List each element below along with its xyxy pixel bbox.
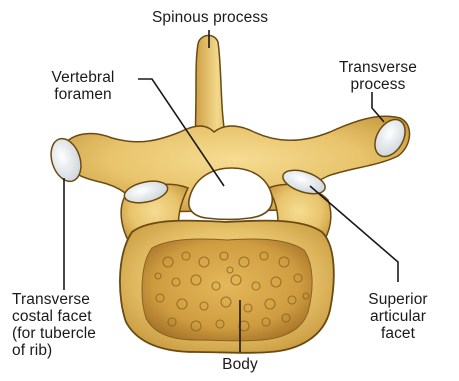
label-transverse-costal-facet-line-2: costal facet [12, 308, 152, 325]
label-spinous-process-text: Spinous process [112, 9, 308, 26]
label-superior-articular-facet-line-2: articular [346, 308, 450, 325]
label-vertebral-foramen-line-1: Vertebral [28, 69, 138, 86]
label-body: Body [200, 356, 280, 373]
label-transverse-process-line-2: process [318, 76, 438, 93]
label-transverse-costal-facet-line-4: of rib) [12, 342, 152, 359]
label-transverse-costal-facet-line-1: Transverse [12, 291, 152, 308]
label-transverse-process: Transverse process [318, 59, 438, 93]
label-body-text: Body [200, 356, 280, 373]
label-transverse-costal-facet-line-3: (for tubercle [12, 325, 152, 342]
label-vertebral-foramen-line-2: foramen [28, 86, 138, 103]
label-superior-articular-facet-line-3: facet [346, 325, 450, 342]
label-superior-articular-facet: Superior articular facet [346, 291, 450, 342]
label-transverse-costal-facet: Transverse costal facet (for tubercle of… [12, 291, 152, 359]
label-transverse-process-line-1: Transverse [318, 59, 438, 76]
label-vertebral-foramen: Vertebral foramen [28, 69, 138, 103]
label-superior-articular-facet-line-1: Superior [346, 291, 450, 308]
label-spinous-process: Spinous process [112, 9, 308, 26]
